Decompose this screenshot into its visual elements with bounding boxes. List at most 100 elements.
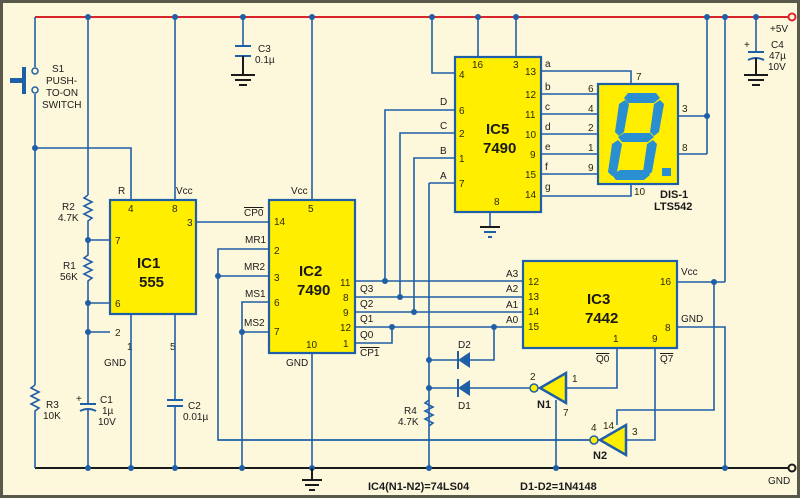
d2-ref: D2 — [458, 340, 471, 351]
pin-label: + — [76, 394, 82, 405]
pin-label: 12 — [525, 90, 537, 101]
pin-label: 3 — [682, 104, 688, 115]
note-diodes: D1-D2=1N4148 — [520, 481, 597, 493]
ic2-cp1-label: CP1 — [360, 348, 380, 359]
c4-ref: C4 — [771, 40, 784, 51]
wire — [566, 348, 618, 389]
pin-label: 15 — [528, 322, 540, 333]
segment-a — [624, 93, 660, 103]
c4-rating: 10V — [768, 62, 786, 73]
pin-label: 16 — [660, 277, 672, 288]
pin-label: 1 — [127, 342, 133, 353]
wire — [521, 259, 679, 350]
pin-label: 1 — [588, 143, 594, 154]
pin-label: 11 — [525, 110, 536, 121]
switch-s1: S1 PUSH- TO-ON SWITCH — [10, 17, 81, 385]
pin-label: 13 — [525, 67, 537, 78]
pin-label: 7 — [636, 72, 642, 83]
ic5-ref: IC5 — [486, 121, 509, 138]
ic2-mr2-label: MR2 — [244, 262, 266, 273]
pin-label: + — [744, 40, 750, 51]
ic1-vcc-label: Vcc — [176, 186, 193, 197]
ic5-d-label: D — [440, 97, 447, 108]
ic2-ref: IC2 — [299, 263, 322, 280]
c3-ref: C3 — [258, 44, 271, 55]
wire — [458, 380, 470, 396]
resistor-r1 — [82, 240, 94, 303]
pin-label: 3 — [274, 273, 280, 284]
pin-label: 5 — [170, 342, 176, 353]
pin-label: 4 — [588, 104, 594, 115]
switch-desc: TO-ON — [46, 88, 78, 99]
ic3-ref: IC3 — [587, 291, 610, 308]
pin-label: 12 — [340, 323, 352, 334]
switch-contact-icon — [31, 67, 39, 75]
ic5-part: 7490 — [483, 140, 516, 157]
ic1-r-label: R — [118, 186, 125, 197]
ic3-a0-label: A0 — [506, 315, 519, 326]
inverter-n2: 4 14 3 N2 — [589, 421, 638, 462]
ic1-ref: IC1 — [137, 255, 160, 272]
ground-symbol-icon — [302, 479, 322, 491]
r2-value: 4.7K — [58, 213, 79, 224]
pin-label: 10 — [306, 340, 318, 351]
r4-ref: R4 — [404, 406, 417, 417]
segment-e — [608, 140, 622, 176]
pin-label: 8 — [665, 323, 671, 334]
segment-dp — [662, 168, 671, 176]
pin-label: 7 — [459, 179, 465, 190]
segment-c — [643, 140, 657, 176]
pin-label: 14 — [528, 307, 540, 318]
pin-label: 2 — [588, 123, 594, 134]
wire — [413, 157, 455, 312]
wire — [529, 383, 539, 393]
segment-b — [650, 100, 664, 136]
pin-label: 9 — [343, 308, 349, 319]
pin-label: f — [545, 162, 548, 173]
ground-symbol-icon — [744, 74, 768, 86]
pin-label: 2 — [115, 328, 121, 339]
ic1-555: IC1 555 R Vcc GND 4 8 3 7 6 2 1 5 — [104, 186, 198, 369]
c1-ref: C1 — [100, 395, 113, 406]
note-ic4: IC4(N1-N2)=74LS04 — [368, 481, 470, 493]
wire — [355, 327, 393, 344]
wire — [241, 301, 269, 468]
pin-label: 3 — [187, 218, 193, 229]
wire — [10, 78, 24, 83]
junction-dot — [426, 357, 432, 363]
resistor-r3 — [29, 384, 41, 468]
pin-label: 1 — [572, 374, 578, 385]
pin-label: 6 — [274, 298, 280, 309]
pin-label: 12 — [528, 277, 540, 288]
pin-label: e — [545, 142, 551, 153]
ic2-ms2-label: MS2 — [244, 318, 265, 329]
switch-ref: S1 — [52, 64, 65, 75]
ic2-ms1-label: MS1 — [245, 289, 266, 300]
pin-label: 4 — [591, 423, 597, 434]
pin-label: 10 — [634, 187, 646, 198]
ic2-mr1-label: MR1 — [245, 235, 267, 246]
pin-label: 2 — [530, 372, 536, 383]
ic2-q0-label: Q0 — [360, 330, 374, 341]
segment-f — [615, 100, 629, 136]
junction-dot — [553, 465, 559, 471]
junction-dot — [704, 113, 710, 119]
junction-dot — [426, 465, 432, 471]
pin-label: 5 — [308, 204, 314, 215]
pin-label: b — [545, 82, 551, 93]
supply-terminal-icon — [787, 12, 797, 22]
ic1-gnd-label: GND — [104, 358, 126, 369]
pin-label: 14 — [603, 421, 615, 432]
junction-dot — [85, 465, 91, 471]
pin-label: 8 — [343, 293, 349, 304]
pin-label: 11 — [340, 278, 351, 289]
pin-label: 6 — [459, 106, 465, 117]
pin-label: 4 — [459, 70, 465, 81]
pin-label: d — [545, 122, 551, 133]
pin-label: 1 — [613, 334, 619, 345]
c3-value: 0.1µ — [255, 55, 275, 66]
pin-label: 15 — [525, 170, 537, 181]
pin-label: 4 — [128, 204, 134, 215]
pin-label: 7 — [563, 408, 569, 419]
ic5-7490: IC5 7490 D C B A 16 3 4 6 2 1 7 8 13 12 … — [440, 55, 543, 214]
